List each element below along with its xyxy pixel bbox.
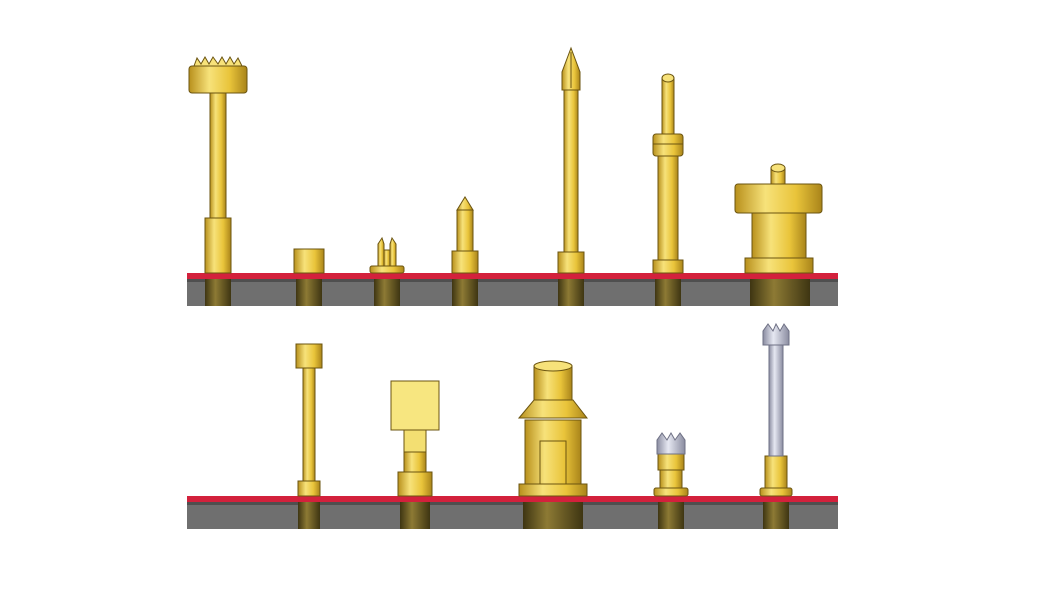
top-board-body — [187, 279, 838, 306]
top-board-edge — [187, 279, 838, 282]
short-crown-probe — [653, 431, 689, 529]
cup-head-probe — [295, 343, 323, 529]
top-board-surface — [187, 273, 838, 279]
flat-paddle-probe — [390, 380, 440, 529]
top-board — [187, 273, 838, 306]
short-cup — [293, 248, 325, 306]
bottom-board-body — [187, 502, 838, 529]
cone-tip — [451, 196, 479, 306]
bottom-board-edge — [187, 502, 838, 505]
collar-probe — [652, 73, 684, 306]
long-crown-probe — [759, 322, 793, 529]
bottom-board-surface — [187, 496, 838, 502]
bottom-board — [187, 496, 838, 529]
stepped-cap-probe — [517, 360, 589, 529]
crown-head-probe — [188, 55, 248, 306]
spear-tip — [557, 46, 585, 306]
split-tip — [369, 236, 405, 306]
wide-cap-probe — [734, 163, 823, 306]
